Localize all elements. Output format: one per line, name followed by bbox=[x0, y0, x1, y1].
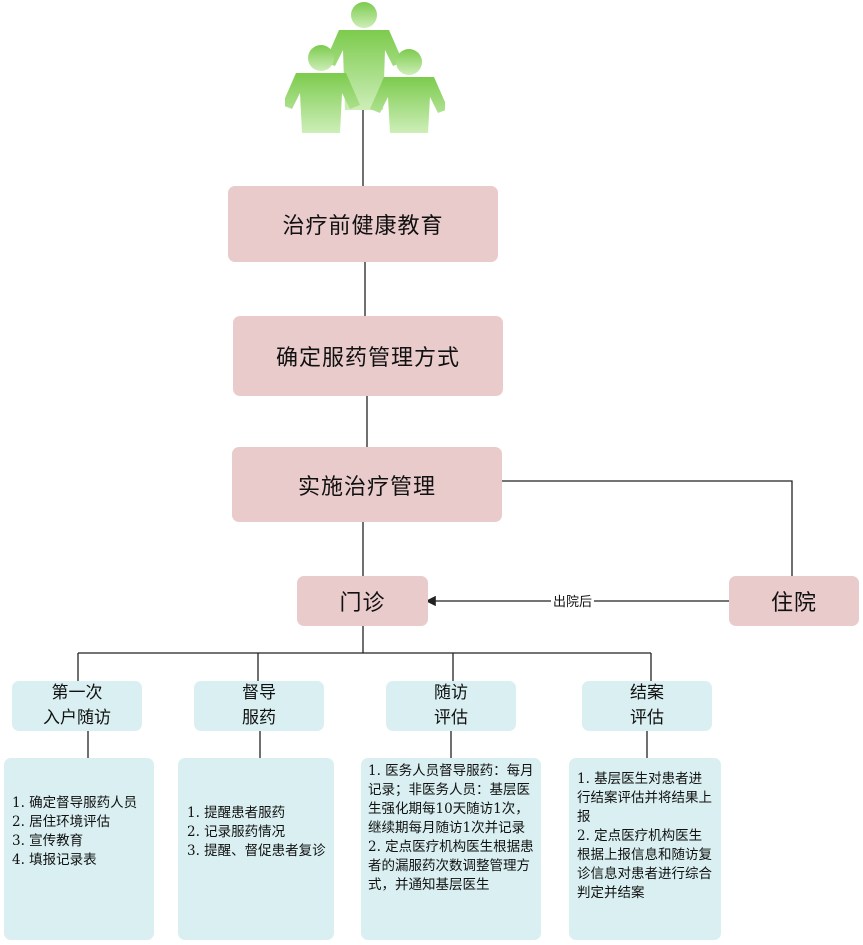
stage-case-closure-details: 1. 基层医生对患者进行结案评估并将结果上报 2. 定点医疗机构医生根据上报信息… bbox=[569, 758, 721, 940]
outpatient-box: 门诊 bbox=[297, 576, 428, 626]
people-group-icon bbox=[285, 2, 445, 133]
detail-item: 2. 定点医疗机构医生根据患者的漏服药次数调整管理方式，并通知基层医生 bbox=[368, 839, 534, 893]
detail-list: 1. 基层医生对患者进行结案评估并将结果上报 2. 定点医疗机构医生根据上报信息… bbox=[577, 770, 713, 903]
detail-list: 1. 确定督导服药人员 2. 居住环境评估 3. 宣传教育 4. 填报记录表 bbox=[12, 794, 148, 870]
stage-title-line: 结案 bbox=[630, 683, 664, 703]
detail-item: 1. 基层医生对患者进行结案评估并将结果上报 bbox=[577, 771, 712, 825]
stage-first-home-visit-box: 第一次 入户随访 bbox=[12, 681, 142, 731]
stage-case-closure-box: 结案 评估 bbox=[582, 681, 712, 731]
detail-item: 3. 提醒、督促患者复诊 bbox=[187, 843, 326, 859]
treatment-management-label: 实施治疗管理 bbox=[297, 474, 436, 500]
pre-treatment-education-label: 治疗前健康教育 bbox=[282, 214, 444, 239]
stage-title-line: 服药 bbox=[242, 708, 276, 728]
treatment-management-box: 实施治疗管理 bbox=[232, 447, 502, 522]
detail-item: 3. 宣传教育 bbox=[12, 833, 84, 849]
detail-item: 1. 提醒患者服药 bbox=[187, 805, 286, 821]
inpatient-label: 住院 bbox=[770, 591, 817, 616]
inpatient-box: 住院 bbox=[729, 576, 859, 626]
detail-item: 2. 定点医疗机构医生根据上报信息和随访复诊信息对患者进行综合判定并结案 bbox=[577, 828, 712, 901]
medication-mode-label: 确定服药管理方式 bbox=[275, 346, 460, 371]
after-discharge-label: 出院后 bbox=[551, 591, 595, 610]
connector-treatment-to-inpatient bbox=[502, 480, 793, 576]
stage-title-line: 第一次 bbox=[51, 683, 103, 703]
pre-treatment-education-box: 治疗前健康教育 bbox=[228, 186, 498, 262]
stage-title-line: 入户随访 bbox=[43, 708, 111, 728]
stage-title-line: 评估 bbox=[630, 708, 664, 728]
detail-list: 1. 提醒患者服药 2. 记录服药情况 3. 提醒、督促患者复诊 bbox=[187, 804, 326, 861]
detail-item: 2. 记录服药情况 bbox=[187, 824, 286, 840]
stage-title-line: 随访 bbox=[434, 683, 468, 703]
stage-follow-up-assessment-details: 1. 医务人员督导服药：每月记录；非医务人员：基层医生强化期每10天随访1次，继… bbox=[361, 758, 541, 940]
detail-item: 2. 居住环境评估 bbox=[12, 814, 111, 830]
stage-title-line: 督导 bbox=[242, 683, 276, 703]
stage-first-home-visit-details: 1. 确定督导服药人员 2. 居住环境评估 3. 宣传教育 4. 填报记录表 bbox=[4, 758, 154, 940]
detail-item: 1. 确定督导服药人员 bbox=[12, 795, 138, 811]
stage-title-line: 评估 bbox=[434, 708, 468, 728]
outpatient-label: 门诊 bbox=[339, 591, 386, 616]
stage-supervised-medication-details: 1. 提醒患者服药 2. 记录服药情况 3. 提醒、督促患者复诊 bbox=[178, 758, 334, 940]
stage-follow-up-assessment-box: 随访 评估 bbox=[386, 681, 516, 731]
detail-item: 1. 医务人员督导服药：每月记录；非医务人员：基层医生强化期每10天随访1次，继… bbox=[368, 763, 534, 836]
medication-mode-box: 确定服药管理方式 bbox=[233, 316, 503, 396]
detail-item: 4. 填报记录表 bbox=[12, 852, 97, 868]
stage-supervised-medication-box: 督导 服药 bbox=[194, 681, 324, 731]
detail-list: 1. 医务人员督导服药：每月记录；非医务人员：基层医生强化期每10天随访1次，继… bbox=[368, 762, 535, 895]
